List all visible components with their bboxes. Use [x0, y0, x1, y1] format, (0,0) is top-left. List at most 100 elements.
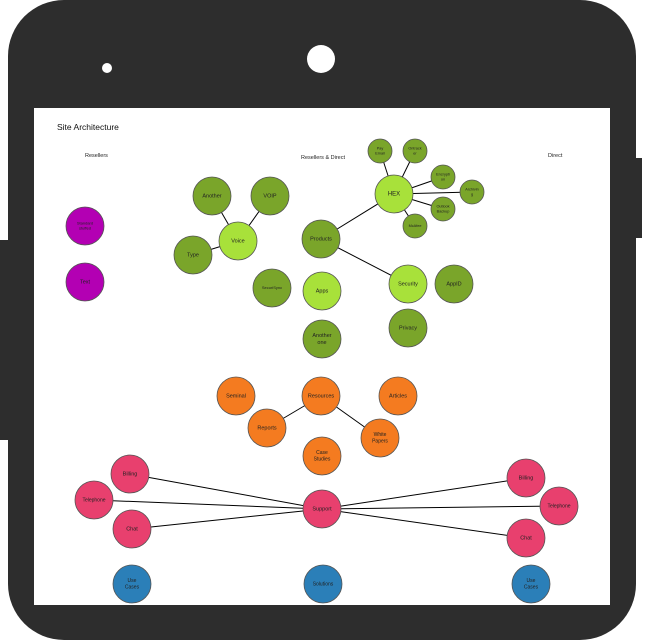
node-mcafee[interactable]: McAfee — [402, 213, 428, 239]
node-circle-resources[interactable] — [301, 376, 341, 416]
node-circle-seminal[interactable] — [216, 376, 256, 416]
node-appid[interactable]: AppID — [434, 264, 474, 304]
edge-support-telephone_l — [93, 499, 323, 510]
node-chat_l[interactable]: Chat — [112, 509, 152, 549]
node-support[interactable]: Support — [302, 489, 342, 529]
diagram-title: Site Architecture — [57, 122, 119, 132]
node-label-outlook: Backup — [437, 209, 450, 213]
node-circle-casestudies[interactable] — [302, 436, 342, 476]
node-articles[interactable]: Articles — [378, 376, 418, 416]
node-solutions[interactable]: Solutions — [303, 564, 343, 604]
node-label-usecases_r: Use — [527, 578, 536, 584]
node-reports[interactable]: Reports — [247, 408, 287, 448]
node-label-outlook: Outlook — [436, 205, 449, 209]
node-label-archive: g — [471, 192, 473, 196]
node-circle-hex[interactable] — [374, 174, 414, 214]
node-circle-products[interactable] — [301, 219, 341, 259]
node-circle-text[interactable] — [65, 262, 105, 302]
node-circle-billing_l[interactable] — [110, 454, 150, 494]
node-label-whitepapers: Papers — [372, 439, 388, 445]
node-circle-articles[interactable] — [378, 376, 418, 416]
node-products[interactable]: Products — [301, 219, 341, 259]
node-circle-standard[interactable] — [65, 206, 105, 246]
node-label-privacy: Privacy — [399, 325, 417, 331]
node-another1[interactable]: Another — [192, 176, 232, 216]
node-circle-voip[interactable] — [250, 176, 290, 216]
node-telephone_l[interactable]: Telephone — [74, 480, 114, 520]
node-label-casestudies: Case — [316, 450, 328, 456]
node-circle-type[interactable] — [173, 235, 213, 275]
node-circle-security[interactable] — [388, 264, 428, 304]
node-telephone_r[interactable]: Telephone — [539, 486, 579, 526]
node-circle-another2[interactable] — [302, 319, 342, 359]
node-label-solutions: Solutions — [313, 581, 334, 587]
node-billing_l[interactable]: Billing — [110, 454, 150, 494]
node-circle-apps[interactable] — [302, 271, 342, 311]
node-circle-securisync[interactable] — [252, 268, 292, 308]
node-circle-telephone_r[interactable] — [539, 486, 579, 526]
node-label-encrypt: on — [441, 177, 445, 181]
node-circle-pay[interactable] — [367, 138, 393, 164]
node-label-support: Support — [312, 506, 332, 512]
phone-screen: Site Architecture Resellers Resellers & … — [34, 108, 610, 605]
node-circle-encrypt[interactable] — [430, 164, 456, 190]
node-security[interactable]: Security — [388, 264, 428, 304]
node-circle-usecases_r[interactable] — [511, 564, 551, 604]
node-hex[interactable]: HEX — [374, 174, 414, 214]
node-voice[interactable]: Voice — [218, 221, 258, 261]
node-billing_r[interactable]: Billing — [506, 458, 546, 498]
edge-support-billing_l — [129, 473, 323, 510]
node-label-apps: Apps — [316, 288, 329, 294]
node-label-articles: Articles — [389, 393, 407, 399]
node-label-usecases_l: Use — [128, 578, 137, 584]
phone-side-button-left — [0, 240, 8, 440]
node-label-chat_r: Chat — [520, 535, 532, 541]
node-resources[interactable]: Resources — [301, 376, 341, 416]
node-seminal[interactable]: Seminal — [216, 376, 256, 416]
node-circle-support[interactable] — [302, 489, 342, 529]
node-circle-billing_r[interactable] — [506, 458, 546, 498]
node-circle-telephone_l[interactable] — [74, 480, 114, 520]
node-label-another1: Another — [202, 193, 221, 199]
node-circle-another1[interactable] — [192, 176, 232, 216]
node-label-voip: VOIP — [263, 193, 276, 199]
node-circle-reports[interactable] — [247, 408, 287, 448]
node-securisync[interactable]: SecuriSync — [252, 268, 292, 308]
node-voip[interactable]: VOIP — [250, 176, 290, 216]
node-label-seminal: Seminal — [226, 393, 246, 399]
node-apps[interactable]: Apps — [302, 271, 342, 311]
node-label-billing_l: Billing — [123, 471, 138, 477]
node-circle-mcafee[interactable] — [402, 213, 428, 239]
node-chat_r[interactable]: Chat — [506, 518, 546, 558]
node-circle-outlook[interactable] — [430, 196, 456, 222]
node-circle-whitepapers[interactable] — [360, 418, 400, 458]
node-circle-solutions[interactable] — [303, 564, 343, 604]
node-circle-privacy[interactable] — [388, 308, 428, 348]
node-privacy[interactable]: Privacy — [388, 308, 428, 348]
node-circle-usecases_l[interactable] — [112, 564, 152, 604]
node-text[interactable]: Text — [65, 262, 105, 302]
node-label-ontrack: Ontrack — [408, 147, 421, 151]
node-circle-appid[interactable] — [434, 264, 474, 304]
node-circle-chat_l[interactable] — [112, 509, 152, 549]
node-circle-ontrack[interactable] — [402, 138, 428, 164]
node-circle-chat_r[interactable] — [506, 518, 546, 558]
node-circle-archive[interactable] — [459, 179, 485, 205]
node-label-products: Products — [310, 236, 332, 242]
node-label-chat_l: Chat — [126, 526, 138, 532]
node-label-pay: Email — [375, 151, 385, 155]
node-circle-voice[interactable] — [218, 221, 258, 261]
node-type[interactable]: Type — [173, 235, 213, 275]
